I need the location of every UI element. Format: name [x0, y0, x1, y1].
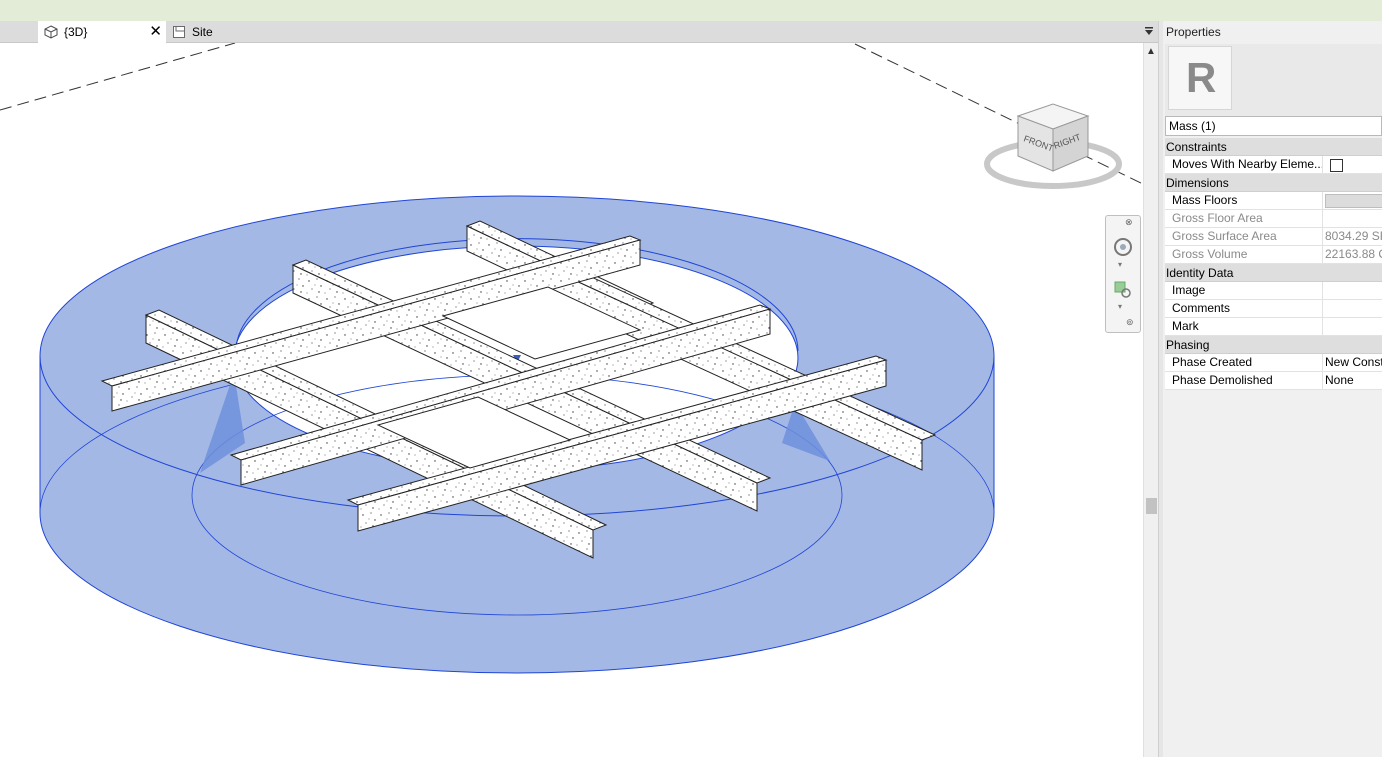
- properties-grid: Constraints Moves With Nearby Eleme... D…: [1165, 138, 1382, 390]
- property-row: Gross Surface Area 8034.29 SF: [1165, 228, 1382, 246]
- view-tab-bar: {3D} ✕ Site: [0, 21, 1160, 43]
- property-row[interactable]: Comments: [1165, 300, 1382, 318]
- property-row[interactable]: Mass Floors: [1165, 192, 1382, 210]
- close-icon[interactable]: ⊗: [1125, 217, 1133, 227]
- options-icon[interactable]: ⊚: [1126, 317, 1134, 327]
- properties-palette: Properties R Mass (1) Constraints Moves …: [1163, 21, 1382, 757]
- property-value[interactable]: [1323, 192, 1382, 209]
- property-name: Phase Created: [1165, 354, 1323, 371]
- property-row[interactable]: Image: [1165, 282, 1382, 300]
- revit-logo-icon: R: [1168, 46, 1232, 110]
- group-header-dimensions[interactable]: Dimensions: [1165, 174, 1382, 192]
- type-selector[interactable]: Mass (1): [1165, 116, 1382, 136]
- property-value[interactable]: None: [1325, 373, 1354, 387]
- section-box-edge: [0, 43, 236, 111]
- property-value: 8034.29 SF: [1325, 229, 1382, 243]
- property-value: [1323, 210, 1382, 227]
- property-row[interactable]: Phase Demolished None: [1165, 372, 1382, 390]
- property-name: Comments: [1165, 300, 1323, 317]
- scrollbar-thumb[interactable]: [1146, 498, 1157, 514]
- zoom-icon[interactable]: [1113, 280, 1133, 300]
- group-header-phasing[interactable]: Phasing: [1165, 336, 1382, 354]
- group-header-constraints[interactable]: Constraints: [1165, 138, 1382, 156]
- property-row[interactable]: Phase Created New Const: [1165, 354, 1382, 372]
- svg-text:R: R: [1186, 54, 1216, 101]
- property-value[interactable]: [1323, 318, 1382, 335]
- moves-with-nearby-checkbox[interactable]: [1330, 159, 1343, 172]
- viewcube[interactable]: FRONT RIGHT: [983, 101, 1123, 196]
- property-name: Phase Demolished: [1165, 372, 1323, 389]
- property-name: Gross Floor Area: [1165, 210, 1323, 227]
- 3d-view-canvas[interactable]: FRONT RIGHT ⊗ ▾ ▾ ⊚: [0, 43, 1143, 757]
- tab-list-dropdown-icon[interactable]: [1144, 26, 1154, 36]
- tab-label: {3D}: [64, 25, 88, 39]
- property-row: Gross Floor Area: [1165, 210, 1382, 228]
- property-row: Gross Volume 22163.88 C: [1165, 246, 1382, 264]
- 3d-view-icon: [44, 25, 58, 39]
- beam-grid[interactable]: [100, 220, 937, 559]
- tab-label: Site: [192, 25, 213, 39]
- property-name: Image: [1165, 282, 1323, 299]
- navigation-bar: ⊗ ▾ ▾ ⊚: [1105, 215, 1141, 333]
- chevron-down-icon[interactable]: ▾: [1118, 302, 1123, 311]
- panel-splitter[interactable]: [1158, 21, 1163, 757]
- properties-title: Properties: [1166, 25, 1221, 39]
- group-header-identity-data[interactable]: Identity Data: [1165, 264, 1382, 282]
- property-value[interactable]: [1323, 300, 1382, 317]
- model-scene: [0, 43, 1143, 674]
- property-name: Gross Surface Area: [1165, 228, 1323, 245]
- title-bar: [0, 0, 1382, 21]
- property-name: Mass Floors: [1165, 192, 1323, 209]
- scroll-up-icon[interactable]: ▲: [1146, 46, 1156, 57]
- property-row[interactable]: Moves With Nearby Eleme...: [1165, 156, 1382, 174]
- steering-wheel-icon[interactable]: [1112, 236, 1134, 258]
- property-name: Mark: [1165, 318, 1323, 335]
- property-name: Gross Volume: [1165, 246, 1323, 263]
- tab-site[interactable]: Site: [166, 21, 286, 43]
- property-value[interactable]: [1323, 282, 1382, 299]
- mass-floors-edit-button[interactable]: [1325, 194, 1382, 208]
- property-value[interactable]: [1323, 156, 1382, 173]
- tab-3d-view[interactable]: {3D} ✕: [38, 21, 166, 43]
- chevron-down-icon[interactable]: ▾: [1118, 260, 1123, 269]
- property-value[interactable]: New Const: [1325, 355, 1382, 369]
- property-value: 22163.88 C: [1325, 247, 1382, 261]
- close-icon[interactable]: ✕: [149, 23, 162, 40]
- property-row[interactable]: Mark: [1165, 318, 1382, 336]
- vertical-scrollbar[interactable]: ▲: [1143, 43, 1158, 757]
- site-plan-icon: [173, 26, 185, 38]
- property-name: Moves With Nearby Eleme...: [1165, 156, 1323, 173]
